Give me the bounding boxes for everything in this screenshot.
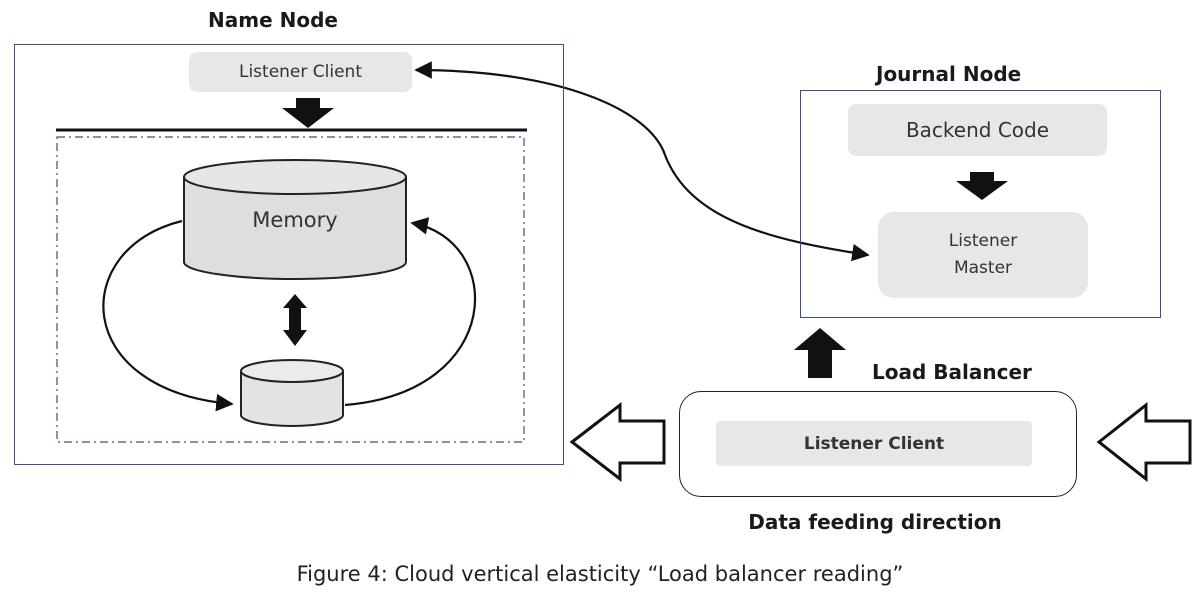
name-node-box (14, 44, 564, 465)
memory-label: Memory (252, 208, 338, 232)
down-arrow-icon (282, 98, 334, 128)
journal-node-title: Journal Node (876, 62, 1022, 86)
listener-master-block: Listener Master (878, 212, 1088, 298)
left-loop-arrow (102, 219, 234, 412)
journal-node-box (800, 90, 1161, 318)
journal-down-arrow-icon (956, 172, 1008, 200)
hollow-incoming-arrow-icon (1096, 401, 1192, 483)
backend-code-block: Backend Code (848, 104, 1107, 156)
memory-region-box (56, 136, 525, 443)
memory-cylinder-icon (183, 159, 407, 280)
up-arrow-icon (794, 328, 846, 378)
load-balancer-listener-client: Listener Client (716, 421, 1032, 466)
storage-cylinder-icon (240, 359, 344, 427)
figure-caption: Figure 4: Cloud vertical elasticity “Loa… (296, 562, 904, 586)
hollow-left-arrow-icon (569, 401, 666, 483)
data-feeding-direction-label: Data feeding direction (748, 510, 1002, 534)
bidirectional-arrow-icon (283, 294, 307, 346)
load-balancer-title: Load Balancer (872, 360, 1032, 384)
sync-connection-arrow (414, 61, 870, 262)
name-node-listener-client: Listener Client (189, 52, 412, 92)
name-node-title: Name Node (208, 8, 338, 32)
